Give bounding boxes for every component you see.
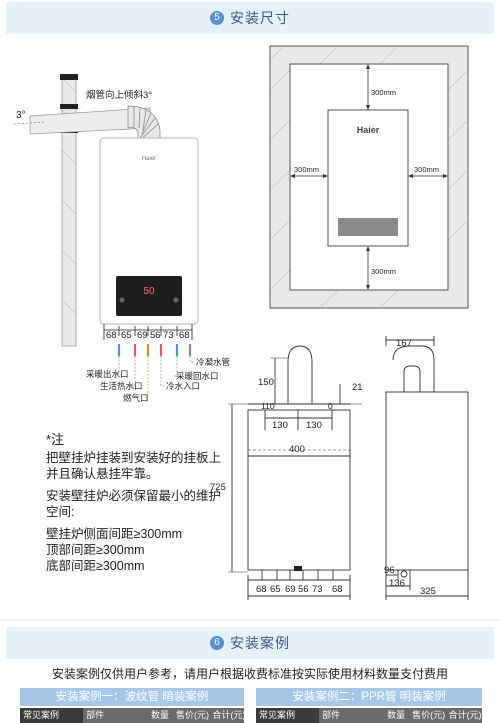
- dim-725: 725: [210, 482, 226, 493]
- case1-col-case: 常见案例: [20, 708, 84, 723]
- section-number: 6: [210, 636, 224, 650]
- clearance-diagram: Haier 300mm 300mm 300mm 300mm: [269, 45, 469, 309]
- dim-167: 167: [396, 338, 412, 349]
- pipe-dim-5: 73: [163, 330, 174, 341]
- pipe-dim-6: 68: [179, 330, 190, 341]
- pipe-dim-3: 69: [137, 330, 148, 341]
- notes-paragraph-2: 安装壁挂炉必须保留最小的维护空间:: [46, 489, 222, 519]
- label-cold-in: 冷水入口: [166, 381, 200, 391]
- dim-136: 136: [389, 578, 405, 589]
- front-bottom-dim-1: 68: [256, 584, 267, 595]
- display-digits: 50: [143, 286, 155, 297]
- section-number: 5: [210, 11, 224, 25]
- dim-96: 96: [384, 565, 395, 576]
- case1-col-qty: 数量: [148, 708, 174, 723]
- clearance-boiler-panel: [338, 218, 398, 236]
- dim-130-left: 130: [272, 420, 288, 431]
- case1-col-total: 合计(元): [209, 708, 244, 723]
- section-title: 安装尺寸: [230, 10, 290, 26]
- case2-title: 安装案例二：PPR管 明装案例: [256, 688, 482, 706]
- case1-col-part: 部件: [83, 708, 149, 723]
- clearance-top: 300mm: [371, 88, 396, 97]
- notes-paragraph-1: 把壁挂炉挂装到安装好的挂板上并且确认悬挂牢靠。: [46, 451, 222, 481]
- front-bottom-dim-3: 69: [285, 584, 296, 595]
- dim-325: 325: [420, 586, 436, 597]
- case2-col-part: 部件: [319, 708, 385, 723]
- dim-0: 0: [328, 401, 333, 411]
- dim-21: 21: [352, 382, 363, 393]
- front-bottom-dim-5: 73: [312, 584, 323, 595]
- dim-400: 400: [289, 444, 305, 455]
- installation-notes: *注 把壁挂炉挂装到安装好的挂板上并且确认悬挂牢靠。 安装壁挂炉必须保留最小的维…: [46, 432, 226, 574]
- wall-cap: [60, 74, 78, 80]
- case2-col-price: 售价(元): [409, 708, 446, 723]
- boiler-brand: Haier: [142, 156, 156, 162]
- front-bottom-dim-4: 56: [298, 584, 309, 595]
- case1-title: 安装案例一：波纹管 暗装案例: [20, 688, 244, 706]
- front-bottom-dim-2: 65: [270, 584, 281, 595]
- label-heating-return: 采暖回水口: [176, 371, 219, 381]
- front-view-diagram: [228, 345, 362, 600]
- label-hot-water: 生活热水口: [100, 381, 143, 391]
- section-title: 安装案例: [230, 635, 290, 651]
- angle-note: 烟管向上倾斜3°: [86, 89, 152, 101]
- case1-col-price: 售价(元): [173, 708, 210, 723]
- label-condensate: 冷凝水管: [196, 357, 230, 367]
- clearance-left: 300mm: [294, 165, 319, 174]
- dim-150: 150: [258, 377, 274, 388]
- notes-star: *注: [46, 432, 65, 447]
- case2-col-case: 常见案例: [256, 708, 320, 723]
- label-heating-out: 采暖出水口: [86, 369, 129, 379]
- notes-line-2: 顶部间距≥300mm: [46, 543, 145, 557]
- label-gas: 燃气口: [123, 393, 149, 403]
- pipe-stubs: [117, 344, 192, 356]
- clearance-brand: Haier: [357, 125, 380, 135]
- clearance-right: 300mm: [414, 165, 439, 174]
- case2-col-total: 合计(元): [445, 708, 483, 723]
- pipe-dim-1: 68: [106, 330, 117, 341]
- case1-table-header: 常见案例 部件 数量 售价(元) 合计(元): [20, 708, 244, 723]
- angle-side-label: 3°: [16, 110, 26, 121]
- case2-table-header: 常见案例 部件 数量 售价(元) 合计(元): [256, 708, 483, 723]
- clearance-bottom: 300mm: [371, 267, 396, 276]
- section-header-install-cases: 6 安装案例: [6, 627, 494, 659]
- dim-110: 110: [261, 401, 275, 411]
- side-view-diagram: [385, 336, 469, 600]
- front-bottom-dim-6: 68: [332, 584, 343, 595]
- boiler-wall-diagram: 3° 烟管向上倾斜3° Haier 50 68: [13, 74, 230, 403]
- notes-line-1: 壁挂炉侧面间距≥300mm: [46, 527, 183, 541]
- pipe-dim-2: 65: [121, 330, 132, 341]
- cases-disclaimer: 安装案例仅供用户参考，请用户根据收费标准按实际使用材料数量支付费用: [51, 667, 448, 681]
- case2-col-qty: 数量: [384, 708, 410, 723]
- pipe-dim-4: 56: [150, 330, 161, 341]
- pipe-dimension-row: 68 65 69 56 73 68: [103, 324, 193, 341]
- section-header-install-size: 5 安装尺寸: [6, 2, 494, 34]
- dim-130-right: 130: [306, 420, 322, 431]
- boiler-display-panel: [116, 276, 182, 316]
- notes-line-3: 底部间距≥300mm: [46, 559, 145, 573]
